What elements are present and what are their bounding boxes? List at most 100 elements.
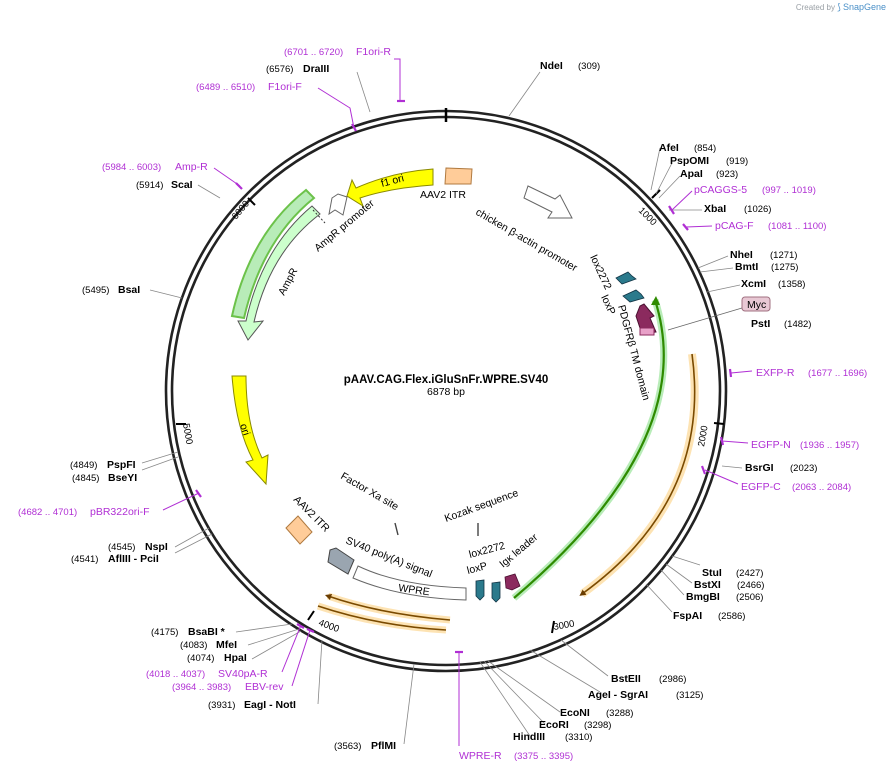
primer-F1ori-F: F1ori-F	[268, 81, 302, 93]
site-PspOMI: PspOMI	[670, 155, 709, 167]
svg-text:(3288): (3288)	[606, 708, 633, 719]
site-StuI: StuI	[702, 567, 722, 579]
svg-text:(4545): (4545)	[108, 542, 135, 553]
primer-WPRE-R-range: (3375 .. 3395)	[514, 751, 573, 762]
primer-WPRE-R: WPRE-R	[459, 750, 502, 762]
tick-label-2000: 2000	[696, 425, 711, 448]
primer-EXFP-R-range: (1677 .. 1696)	[808, 368, 867, 379]
svg-text:(3310): (3310)	[565, 732, 592, 743]
svg-text:(2586): (2586)	[718, 611, 745, 622]
svg-text:(5495): (5495)	[82, 285, 109, 296]
primer-pCAGGS-5: pCAGGS-5	[694, 184, 747, 196]
site-AflIII-PciI: AflIII - PciI	[108, 553, 159, 565]
tick-label-4000: 4000	[317, 617, 341, 635]
primer-EXFP-R: EXFP-R	[756, 367, 795, 379]
kozak-label: Kozak sequence	[443, 487, 520, 525]
restriction-sites	[141, 71, 743, 745]
svg-text:(2506): (2506)	[736, 592, 763, 603]
primer-EGFP-N: EGFP-N	[751, 439, 791, 451]
site-FspAI: FspAI	[673, 610, 702, 622]
primer-SV40pA-R-range: (4018 .. 4037)	[146, 669, 205, 680]
primer-EBV-rev-range: (3964 .. 3983)	[172, 682, 231, 693]
ampr-band	[230, 188, 316, 320]
egfp-feature[interactable]	[579, 353, 696, 596]
snapgene-logo-icon: ⟆	[837, 2, 841, 12]
primer-F1ori-R-range: (6701 .. 6720)	[284, 47, 343, 58]
svg-text:(4849): (4849)	[70, 460, 97, 471]
site-NspI: NspI	[145, 541, 168, 553]
svg-text:(854): (854)	[694, 143, 716, 154]
site-ScaI: ScaI	[171, 179, 193, 191]
primer-pBR322ori-F: pBR322ori-F	[90, 506, 150, 518]
site-ApaI: ApaI	[680, 168, 703, 180]
f1-ori-feature[interactable]	[346, 168, 434, 208]
myc-leader	[667, 307, 743, 331]
primer-EGFP-C: EGFP-C	[741, 481, 781, 493]
site-DraIII: DraIII	[303, 63, 329, 75]
site-XcmI: XcmI	[741, 278, 766, 290]
site-EcoNI: EcoNI	[560, 707, 590, 719]
primer-labels: (6701 .. 6720) F1ori-R (6489 .. 6510) F1…	[18, 46, 867, 762]
primer-EBV-rev: EBV-rev	[245, 681, 284, 693]
site-XbaI: XbaI	[704, 203, 726, 215]
tick-label-3000: 3000	[553, 618, 576, 633]
wpre-feature[interactable]	[352, 565, 467, 601]
site-labels: NdeI (309) AfeI (854) PspOMI (919) ApaI …	[70, 60, 817, 752]
credit-brand: SnapGene	[842, 2, 886, 12]
bottom-orange-feature-outer[interactable]	[324, 594, 451, 621]
primer-EGFP-C-range: (2063 .. 2084)	[792, 482, 851, 493]
wpre-label: WPRE	[398, 582, 431, 598]
svg-text:(1271): (1271)	[770, 250, 797, 261]
svg-text:(3298): (3298)	[584, 720, 611, 731]
loxp-bottom-feature[interactable]	[491, 581, 501, 603]
site-PflMI: PflMI	[371, 740, 396, 752]
igluSnFR-feature[interactable]	[513, 299, 665, 599]
myc-label: Myc	[747, 299, 766, 311]
lox2272-top-feature[interactable]	[615, 271, 637, 285]
svg-text:(309): (309)	[578, 61, 600, 72]
chicken-promoter-feature[interactable]	[523, 185, 573, 219]
plasmid-name: pAAV.CAG.Flex.iGluSnFr.WPRE.SV40	[344, 374, 549, 386]
site-BseYI: BseYI	[108, 472, 137, 484]
bottom-orange-feature-inner[interactable]	[317, 605, 447, 631]
myc-badge[interactable]	[741, 296, 771, 312]
svg-text:(3125): (3125)	[676, 690, 703, 701]
ori-feature[interactable]	[231, 375, 269, 486]
primer-F1ori-R: F1ori-R	[356, 46, 391, 58]
primer-Amp-R: Amp-R	[175, 161, 208, 173]
ampr-divider	[312, 209, 326, 224]
primer-pCAG-F-range: (1081 .. 1100)	[768, 221, 826, 232]
primer-EGFP-N-range: (1936 .. 1957)	[800, 440, 859, 451]
primer-Amp-R-range: (5984 .. 6003)	[102, 162, 161, 173]
primer-F1ori-F-range: (6489 .. 6510)	[196, 82, 255, 93]
svg-text:(923): (923)	[716, 169, 738, 180]
lox2272-top-label: lox2272	[587, 253, 613, 292]
ampr-promoter-feature[interactable]	[328, 193, 348, 216]
ori-label: ori	[237, 422, 252, 437]
svg-text:(4083): (4083)	[180, 640, 207, 651]
aav2-itr-bottom-feature[interactable]	[285, 515, 313, 545]
factor-xa-label: Factor Xa site	[339, 470, 401, 513]
loxp-top-feature[interactable]	[622, 289, 645, 303]
svg-text:(2466): (2466)	[737, 580, 764, 591]
plasmid-size: 6878 bp	[427, 386, 465, 398]
svg-text:(1482): (1482)	[784, 319, 811, 330]
myc-tag-feature[interactable]	[639, 327, 655, 336]
svg-text:(6576): (6576)	[266, 64, 293, 75]
svg-text:(4541): (4541)	[71, 554, 98, 565]
igk-leader-feature[interactable]	[504, 573, 521, 591]
lox2272-bottom-feature[interactable]	[475, 579, 485, 601]
loxp-top-label: loxP	[598, 293, 618, 317]
f1-ori-label: f1 ori	[380, 172, 406, 190]
aav2-itr-top-feature[interactable]	[444, 167, 473, 185]
site-BstEII: BstEII	[611, 673, 641, 685]
sv40-polya-feature[interactable]	[327, 547, 355, 575]
site-EagI-NotI: EagI - NotI	[244, 699, 296, 711]
ampr-feature[interactable]	[237, 205, 321, 341]
svg-text:(2986): (2986)	[659, 674, 686, 685]
site-EcoRI: EcoRI	[539, 719, 569, 731]
site-AgeI-SgrAI: AgeI - SgrAI	[588, 689, 648, 701]
svg-text:(2023): (2023)	[790, 463, 817, 474]
site-HpaI: HpaI	[224, 652, 247, 664]
